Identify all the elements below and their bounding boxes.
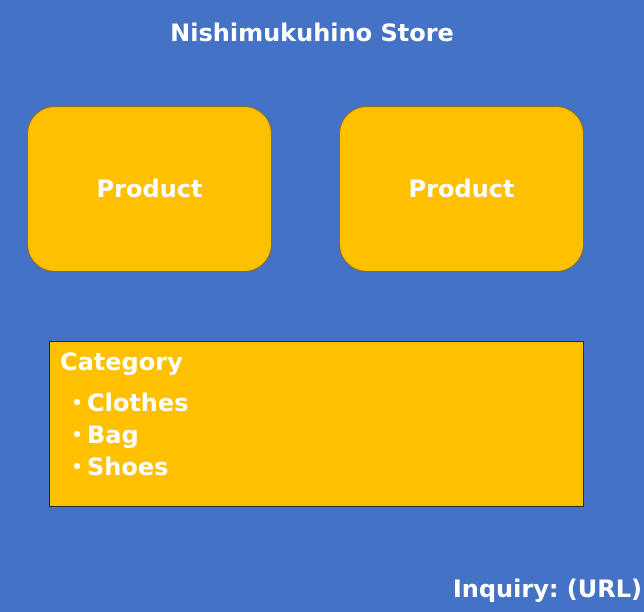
category-item-label: Bag xyxy=(87,421,139,449)
store-title: Nishimukuhino Store xyxy=(170,19,454,47)
category-item-label: Clothes xyxy=(87,389,189,417)
category-item-shoes[interactable]: ・ Shoes xyxy=(65,451,188,483)
bullet-icon: ・ xyxy=(65,389,89,417)
inquiry: Inquiry: (URL) xyxy=(453,573,642,605)
bullet-icon: ・ xyxy=(65,421,89,449)
inquiry-link[interactable]: (URL) xyxy=(566,575,642,603)
product-label: Product xyxy=(408,175,515,203)
category-heading: Category xyxy=(60,348,183,376)
category-item-label: Shoes xyxy=(87,453,169,481)
product-label: Product xyxy=(96,175,203,203)
product-card-1[interactable]: Product xyxy=(27,106,272,272)
category-list: ・ Clothes ・ Bag ・ Shoes xyxy=(65,387,188,483)
category-item-bag[interactable]: ・ Bag xyxy=(65,419,188,451)
inquiry-label: Inquiry: xyxy=(452,575,559,603)
product-card-2[interactable]: Product xyxy=(339,106,584,272)
bullet-icon: ・ xyxy=(65,453,89,481)
category-item-clothes[interactable]: ・ Clothes xyxy=(65,387,188,419)
category-panel: Category ・ Clothes ・ Bag ・ Shoes xyxy=(49,341,584,507)
